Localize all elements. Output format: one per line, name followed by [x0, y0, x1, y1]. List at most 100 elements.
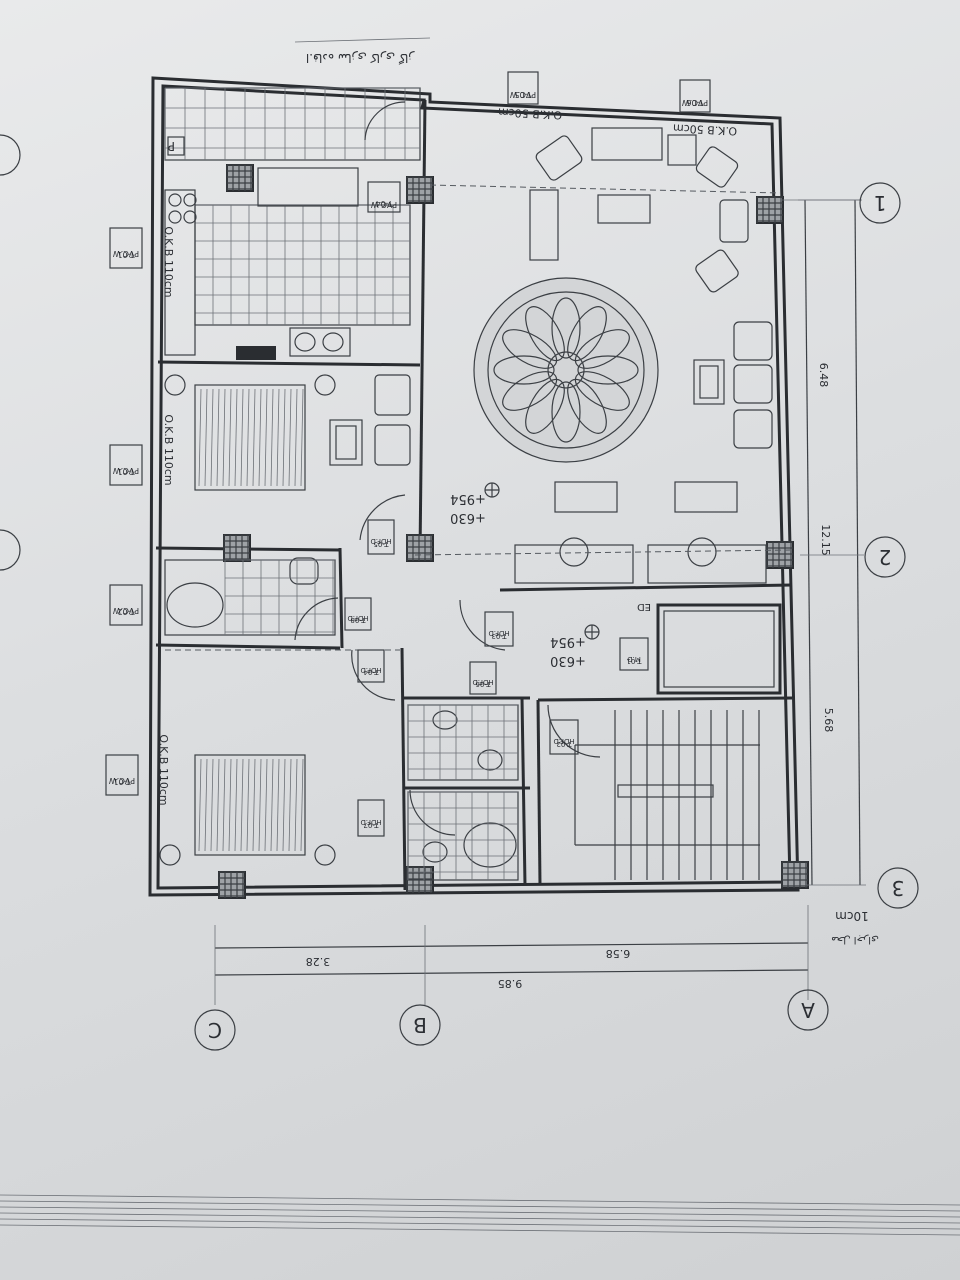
svg-text:T-03: T-03 — [491, 632, 507, 640]
window-tag-kitchen: PVC.W T-04 — [367, 181, 401, 213]
window-tag-left-3: PVC.W T-02 — [109, 584, 143, 626]
svg-text:T-01: T-01 — [117, 467, 135, 476]
armchair-icon — [695, 249, 739, 293]
bathroom-left-tiles — [224, 559, 335, 635]
svg-text:+630: +630 — [550, 653, 586, 668]
person-icon — [687, 537, 717, 567]
svg-text:PVC.W: PVC.W — [371, 200, 397, 209]
svg-text:T-04: T-04 — [375, 199, 393, 208]
axis-bubble-col-c: C — [194, 1009, 236, 1051]
interior-walls — [155, 99, 793, 891]
bathtub-icon — [166, 582, 224, 628]
svg-text:T-01: T-01 — [113, 777, 131, 786]
wall-thickness: 10cm — [835, 909, 869, 923]
svg-text:T-01: T-01 — [626, 657, 642, 665]
kitchen-tile-grid — [194, 204, 410, 325]
toilet-icon — [289, 557, 319, 585]
bedroom-top — [164, 374, 411, 491]
sheet-edge-lines — [0, 1194, 960, 1236]
door-tag-5: HDF.D T-07 — [357, 799, 385, 837]
bathroom-middle — [407, 704, 519, 881]
armchair-icon — [535, 135, 583, 181]
door-tag-8: M.D T-01 — [619, 637, 649, 671]
svg-text:T-08: T-08 — [350, 616, 366, 624]
svg-text:PVC.W: PVC.W — [113, 249, 139, 258]
svg-text:T-01: T-01 — [117, 250, 135, 259]
window-tag-left-4: PVC.W T-01 — [105, 754, 139, 796]
axis-bubble-row-3: 3 — [877, 867, 919, 909]
dim-bottom-total: 9.85 — [498, 977, 523, 990]
sofa-icon — [591, 127, 663, 161]
axis-bubble-left-clipped — [0, 529, 21, 571]
lamp-icon — [314, 374, 336, 396]
axis-bubble-col-b: B — [399, 1004, 441, 1046]
svg-text:T-02: T-02 — [117, 607, 135, 616]
svg-text:HDF.D: HDF.D — [360, 666, 381, 674]
coffee-table — [597, 194, 651, 224]
door-tag-3: HDF.D T-04 — [357, 649, 385, 683]
door-tag-6: HDF.D T-03 — [484, 611, 514, 647]
person-icon — [559, 537, 589, 567]
dining-bench — [647, 544, 767, 584]
svg-text:HDF.D: HDF.D — [472, 678, 493, 686]
round-rug — [473, 277, 659, 463]
coffee-table — [674, 481, 738, 513]
armchair-icon — [719, 199, 749, 243]
lamp-icon — [164, 374, 186, 396]
armchair-icon — [695, 146, 739, 188]
sink-icon — [432, 710, 458, 730]
svg-text:T-05: T-05 — [514, 90, 532, 99]
svg-text:HDF.D: HDF.D — [360, 818, 381, 826]
axis-bubble-row-1: 1 — [780, 182, 901, 224]
bedroom-rug-top — [329, 419, 363, 466]
kitchen-counters — [164, 167, 359, 360]
window-tag-left-2: PVC.W T-01 — [109, 444, 143, 486]
lamp-icon — [159, 844, 181, 866]
kitchen-appliance — [236, 346, 276, 360]
armchair-icon — [374, 424, 411, 466]
dimension-lines-bottom — [214, 905, 809, 1005]
svg-text:HDF.D: HDF.D — [347, 614, 368, 622]
staircase — [574, 710, 760, 880]
svg-text:3: 3 — [892, 876, 905, 900]
bathtub-icon — [463, 822, 517, 868]
sofa-icon — [529, 189, 559, 261]
structural-columns — [218, 164, 809, 899]
wall-label: محل اجرای — [831, 934, 879, 945]
top-note-underline — [294, 37, 431, 43]
svg-text:HDF.D: HDF.D — [553, 737, 574, 745]
svg-text:+954: +954 — [550, 634, 586, 649]
bed-top — [194, 384, 306, 491]
svg-text:2: 2 — [879, 545, 892, 569]
toilet-icon — [477, 749, 503, 771]
bed-top-hatch — [198, 388, 304, 487]
svg-text:T-06: T-06 — [686, 98, 704, 107]
tv-unit — [693, 359, 725, 405]
svg-text:HDF.D: HDF.D — [370, 537, 391, 545]
svg-text:PVC.W: PVC.W — [113, 606, 139, 615]
living-room — [514, 127, 773, 584]
armchair-icon — [733, 321, 773, 361]
armchair-icon — [374, 374, 411, 416]
bed-bottom — [194, 754, 306, 856]
okb-kitchen: O.K.B 110cm — [162, 226, 175, 297]
bed-bottom-hatch — [198, 758, 304, 852]
elevator-label: ED — [637, 601, 651, 612]
svg-text:A: A — [801, 998, 815, 1022]
window-tag-left-1: PVC.W T-01 — [109, 227, 143, 269]
bathroom-middle-tiles — [407, 704, 518, 880]
axis-bubble-row-2: 2 — [864, 536, 906, 578]
door-tag-1: HDF.D T-05 — [367, 519, 395, 555]
window-tag-top-1: PVC.W T-05 — [507, 71, 539, 105]
window-tag-top-2: PVC.W T-06 — [679, 79, 711, 113]
grid-dashed — [165, 184, 791, 651]
dim-right-1: 6.48 — [817, 363, 830, 388]
svg-text:T-07: T-07 — [363, 821, 379, 829]
dim-right-2: 5.68 — [822, 708, 835, 733]
lamp-icon — [314, 844, 336, 866]
okb-bedroom-bottom: O.K.B 110cm — [157, 734, 170, 805]
balcony-tile-grid — [164, 87, 420, 160]
door-tag-2: HDF.D T-08 — [344, 597, 372, 631]
svg-text:C: C — [208, 1018, 222, 1042]
